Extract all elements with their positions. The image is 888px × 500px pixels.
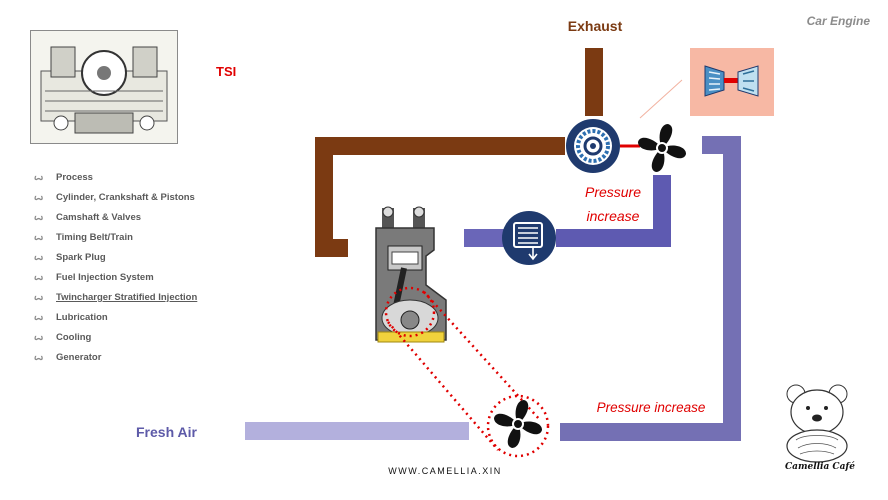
link-icon: ꙍ [34,172,44,182]
link-icon: ꙍ [34,272,44,282]
engine-cylinder-icon [375,206,447,343]
engine-sketch-icon [40,46,168,134]
link-icon: ꙍ [34,312,44,322]
pressure-increase-lower: Pressure increase [596,400,706,415]
turbine-icon [566,119,620,173]
pressure-increase-upper-line2: increase [586,208,640,224]
link-icon: ꙍ [34,332,44,342]
intercooler-icon [502,211,556,265]
link-icon: ꙍ [34,252,44,262]
turbo-detail-inset-icon [690,48,774,116]
exhaust-manifold-pipe [315,137,565,257]
supercharger-to-turbo-pipe [560,136,741,441]
link-icon: ꙍ [34,232,44,242]
compressor-fan-icon [638,124,686,172]
link-icon: ꙍ [34,212,44,222]
link-icon: ꙍ [34,292,44,302]
link-icon: ꙍ [34,352,44,362]
pressure-increase-upper-line1: Pressure [584,184,642,200]
fresh-air-label: Fresh Air [136,424,197,440]
belt-drive [384,286,550,458]
fresh-air-pipe [245,422,469,440]
engine-thumbnail [30,30,178,144]
teddy-bear-logo [786,384,848,463]
intercooler-to-engine-pipe [464,229,504,247]
turbo-to-intercooler-pipe [556,175,671,247]
page-title: Car Engine [806,14,870,28]
link-icon: ꙍ [34,192,44,202]
logo-text: Camellia Café [784,462,856,472]
exhaust-label: Exhaust [567,18,623,34]
website-url[interactable]: WWW.CAMELLIA.XIN [388,466,502,476]
exhaust-outlet-pipe [585,48,603,116]
tsi-label: TSI [216,64,237,79]
inset-pointer-line [639,79,683,119]
supercharger-fan-icon [494,400,542,448]
